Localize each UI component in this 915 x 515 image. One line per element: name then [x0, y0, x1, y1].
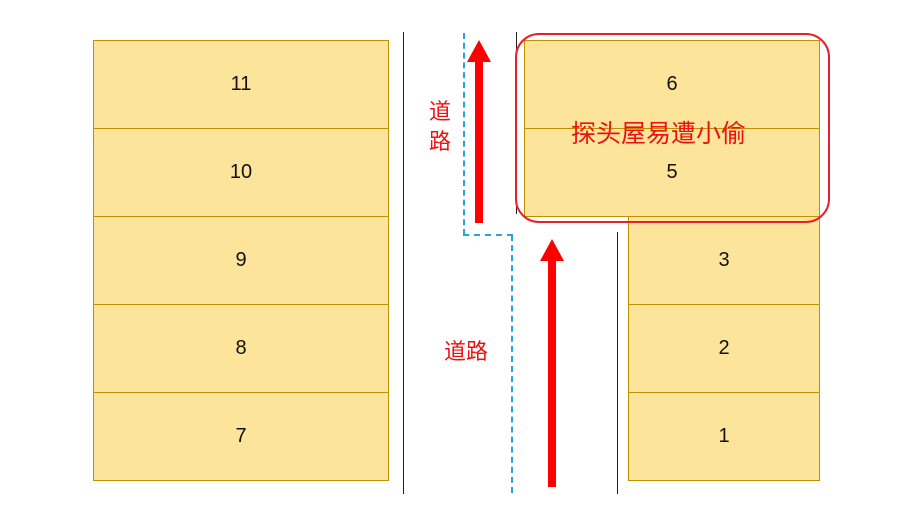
centerline-upper-segment [463, 33, 465, 235]
protruding-house-callout [515, 33, 830, 223]
road-label-upper: 道 路 [427, 98, 453, 158]
lot-number: 5 [666, 161, 678, 183]
road-label-char: 路 [428, 130, 451, 155]
lot-number: 10 [229, 161, 253, 183]
lot-6: 6 [524, 40, 820, 129]
lot-8: 8 [93, 304, 389, 393]
centerline-lower-segment [511, 235, 513, 493]
lot-10: 10 [93, 128, 389, 217]
lot-11: 11 [93, 40, 389, 129]
lot-5: 5 [524, 128, 820, 217]
lot-9: 9 [93, 216, 389, 305]
lot-number: 6 [666, 73, 678, 95]
road-edge-left [403, 32, 404, 494]
road-label-char: 道 [428, 100, 451, 125]
upward-arrow-upper [467, 40, 491, 223]
lot-number: 11 [230, 73, 252, 95]
upward-arrow-lower [540, 239, 564, 487]
lot-number: 8 [235, 337, 247, 359]
road-edge-lower-right [617, 232, 618, 494]
lot-number: 1 [718, 425, 730, 447]
lot-1: 1 [628, 392, 820, 481]
road-label-lower: 道路 [444, 340, 489, 365]
lot-number: 7 [235, 425, 247, 447]
lot-3: 3 [628, 216, 820, 305]
lot-7: 7 [93, 392, 389, 481]
lot-2: 2 [628, 304, 820, 393]
centerline-jog-segment [463, 234, 513, 236]
lot-number: 9 [235, 249, 247, 271]
callout-text: 探头屋易遭小偷 [571, 119, 747, 148]
lot-number: 2 [718, 337, 730, 359]
lot-number: 3 [718, 249, 730, 271]
